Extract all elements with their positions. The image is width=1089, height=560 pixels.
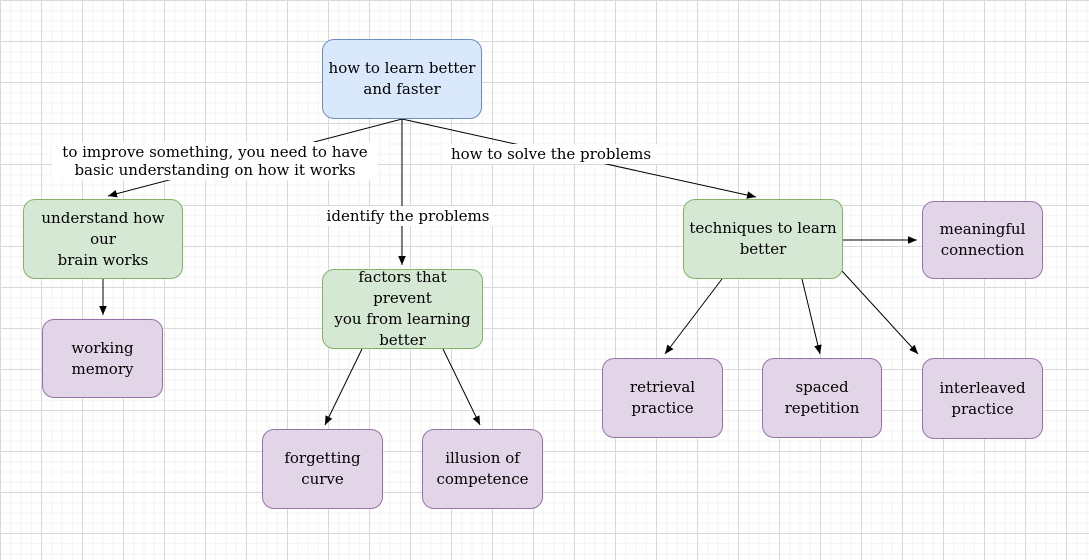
node-how-to-learn-better-and-faster[interactable]: how to learn better and faster <box>322 39 482 119</box>
node-factors-that-prevent-learning[interactable]: factors that prevent you from learning b… <box>322 268 483 349</box>
node-retrieval-practice[interactable]: retrieval practice <box>602 358 723 438</box>
node-forgetting-curve[interactable]: forgetting curve <box>262 429 383 509</box>
node-spaced-repetition[interactable]: spaced repetition <box>762 358 882 438</box>
node-working-memory[interactable]: working memory <box>42 319 163 398</box>
edge-techniques-to-spaced-repetition[interactable] <box>801 278 822 355</box>
edge-techniques-to-interleaved-practice[interactable] <box>841 270 919 355</box>
edge-label-basic-understanding[interactable]: to improve something, you need to have b… <box>52 142 378 180</box>
node-meaningful-connection[interactable]: meaningful connection <box>922 201 1043 279</box>
edge-techniques-to-retrieval-practice[interactable] <box>664 278 723 355</box>
node-techniques-to-learn-better[interactable]: techniques to learn better <box>683 199 843 279</box>
node-interleaved-practice[interactable]: interleaved practice <box>922 358 1043 439</box>
edge-factors-to-illusion-competence[interactable] <box>442 348 481 426</box>
edge-label-how-to-solve-the-problems[interactable]: how to solve the problems <box>444 144 658 164</box>
node-understand-how-our-brain-works[interactable]: understand how our brain works <box>23 199 183 279</box>
edge-factors-to-forgetting-curve[interactable] <box>324 348 363 426</box>
node-illusion-of-competence[interactable]: illusion of competence <box>422 429 543 509</box>
edge-label-identify-the-problems[interactable]: identify the problems <box>323 206 493 226</box>
